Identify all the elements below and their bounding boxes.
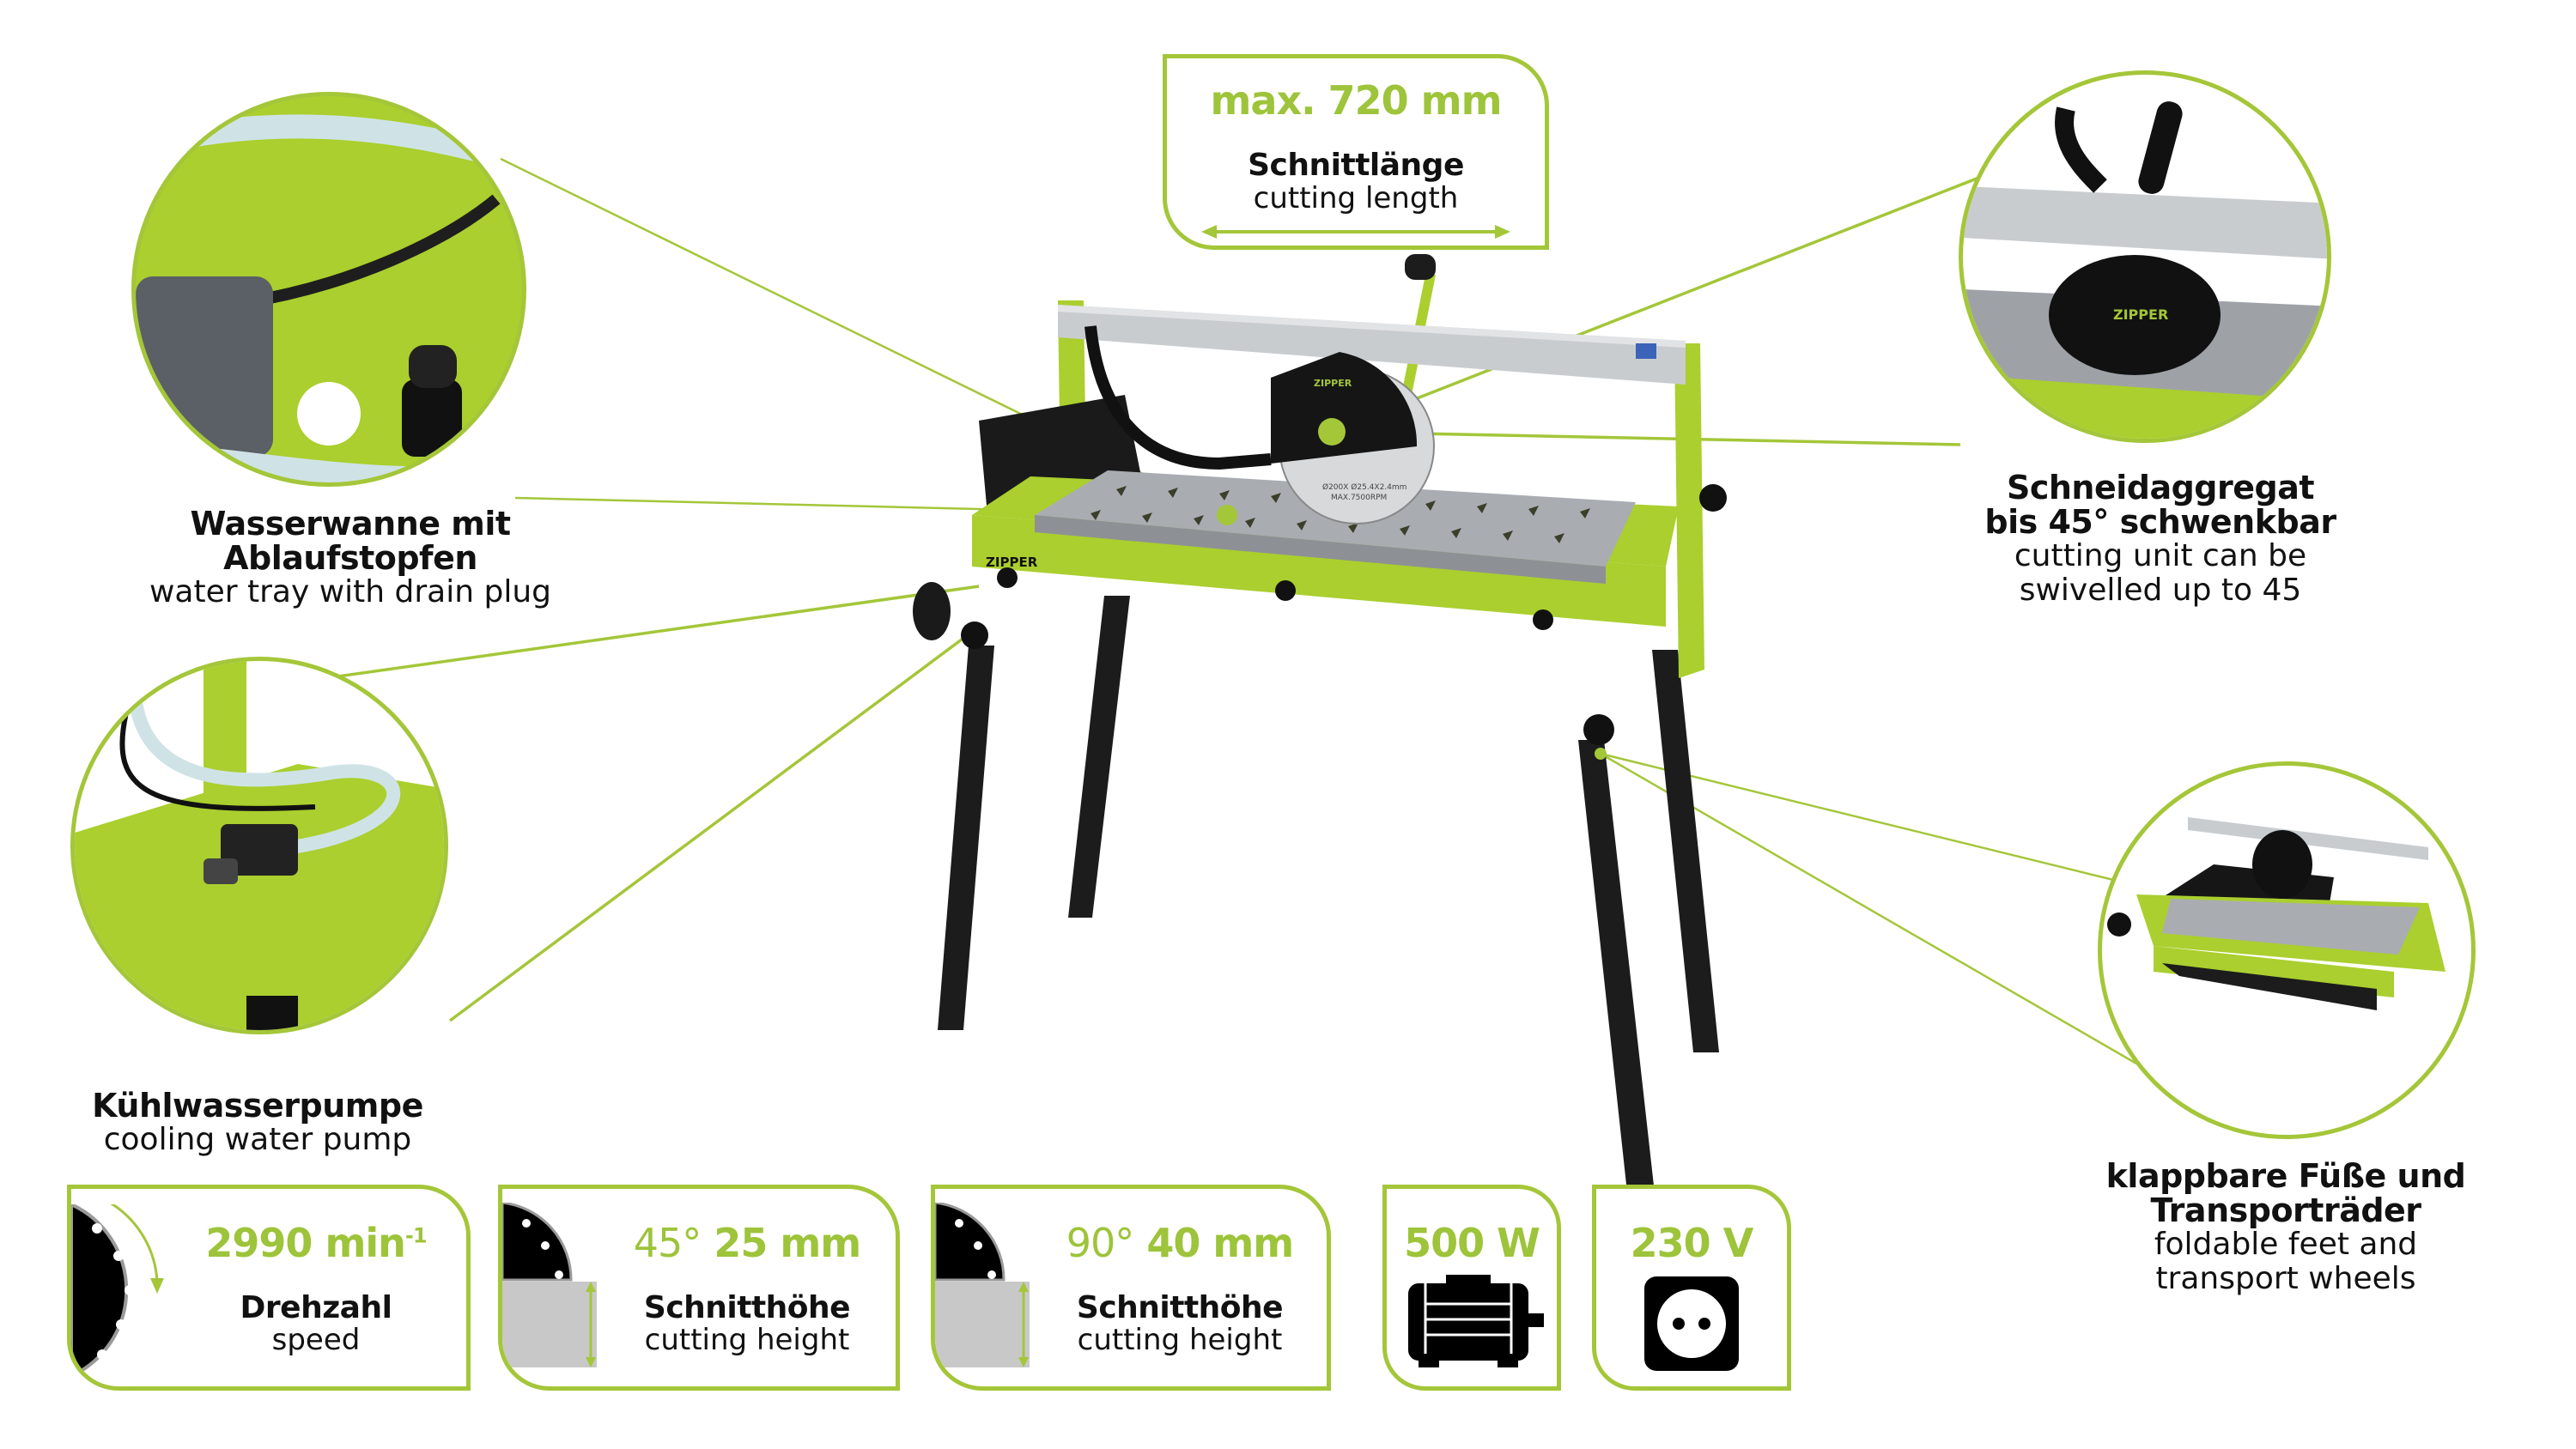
leg-back-right [1652,650,1719,1052]
table-frame-front [972,515,1666,627]
leader-line-pump-bottom [448,625,981,1022]
perforated-table [2162,899,2420,955]
frame-brand-logo: ZIPPER [986,555,1038,570]
blade-cover [2252,830,2312,899]
cutting-length-callout: max. 720 mm Schnittlänge cutting length [1163,54,1549,250]
detail-circle-water-tray [131,92,526,487]
cutting-unit-detail-image: ZIPPER [1963,75,2327,439]
callout-dot-cutting-unit [1318,418,1346,446]
cutting-height-45-value: 45° 25 mm [633,1220,861,1266]
folded-saw-detail-image [2102,766,2471,1135]
transport-wheel [913,582,951,640]
pump-body [221,824,298,876]
cutting-height-90-label-en: cutting height [1077,1323,1283,1357]
cutting-height-90-value: 90° 40 mm [1066,1220,1294,1266]
detail-circle-pump [70,657,448,1034]
spec-box-cutting-height-45: 45° 25 mm Schnitthöhe cutting height [498,1185,900,1391]
spec-box-cutting-height-90: 90° 40 mm Schnitthöhe cutting height [931,1185,1331,1391]
cutting-height-45-label-de: Schnitthöhe [643,1290,851,1325]
blade-cover [1271,352,1418,464]
pump-label: Kühlwasserpumpe cooling water pump [92,1087,423,1157]
detail-circle-feet [2098,761,2476,1139]
cutting-length-value: max. 720 mm [1210,77,1502,124]
leg-front-left [938,646,994,1030]
cutting-height-45-label-en: cutting height [644,1323,850,1357]
voltage-value: 230 V [1630,1220,1754,1266]
feet-label: klappbare Füße und Transporträder foldab… [2105,1157,2466,1296]
locking-knobs [961,484,1727,745]
speed-label-de: Drehzahl [240,1290,392,1325]
transport-wheel [2107,912,2131,937]
handle-grip [1405,254,1436,280]
detail-circle-cutting-unit: ZIPPER [1959,70,2331,443]
double-arrow-icon [1201,225,1510,239]
suction-hose [1084,325,1272,470]
leader-line-cutting-unit-top [1331,131,2093,433]
rail-warning-label [1636,343,1656,359]
leg-front-right [1578,740,1657,1216]
cooling-hose [128,694,401,857]
leg-back-left [1068,596,1130,918]
callout-dot-feet [1595,748,1607,760]
drain-hole-icon [297,382,361,446]
guide-rail [1058,305,1686,385]
power-value: 500 W [1404,1220,1540,1266]
cutting-height-45-icon [502,1203,597,1367]
svg-text:ZIPPER: ZIPPER [2113,306,2168,323]
pump-detail-image [75,661,444,1030]
drain-plug-icon [402,379,462,457]
water-tray-detail-image [136,96,522,482]
speed-label-en: speed [271,1323,361,1357]
power-socket-icon [1644,1276,1739,1371]
cutting-length-label-en: cutting length [1253,181,1459,215]
water-tray-label: Wasserwanne mit Ablaufstopfen water tray… [149,505,552,609]
folded-legs [2162,963,2377,1010]
cutting-height-90-label-de: Schnitthöhe [1076,1290,1284,1325]
speed-value: 2990 min-1 [205,1220,427,1266]
cutting-length-label-de: Schnittlänge [1248,148,1464,183]
legs [938,596,1719,1216]
leader-line-cutting-unit-bottom [1331,430,1961,446]
spec-box-voltage: 230 V [1592,1185,1791,1391]
right-upright [1674,343,1704,678]
blade-rpm-label: MAX.7500RPM [1331,494,1387,502]
callout-dot-water-tray [1217,505,1237,525]
motor-icon [1408,1275,1544,1367]
blade-cover [2049,255,2221,375]
power-cable [246,194,501,308]
cutting-unit-label: Schneidaggregat bis 45° schwenkbar cutti… [1984,469,2336,608]
guide-rail [2188,817,2428,860]
cover-brand-logo: ZIPPER [1314,378,1352,389]
spec-box-power: 500 W [1382,1185,1561,1391]
cutting-height-90-icon [935,1203,1030,1367]
guide-rail [1963,186,2327,259]
blade-label: Ø200X Ø25.4X2.4mm [1322,482,1406,492]
spec-box-speed: 2990 min-1 Drehzahl speed [67,1185,471,1391]
saw-blade-rotation-icon [71,1204,164,1376]
